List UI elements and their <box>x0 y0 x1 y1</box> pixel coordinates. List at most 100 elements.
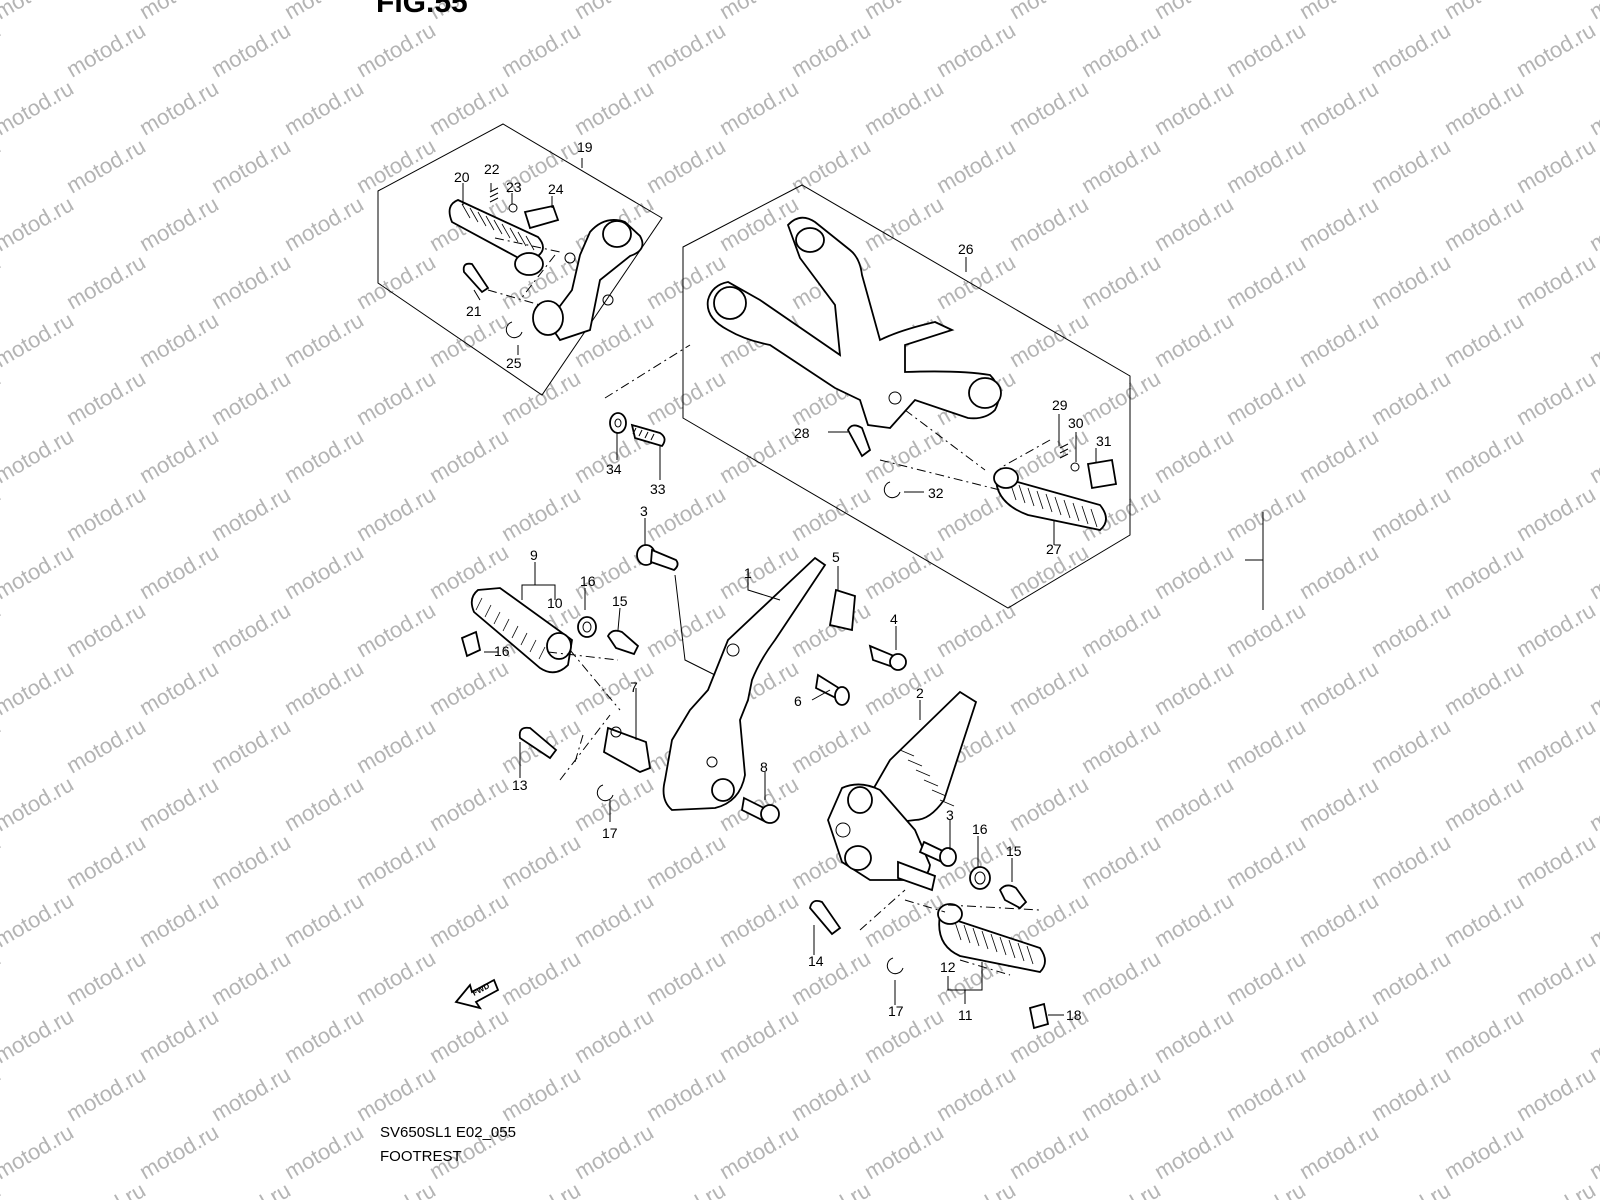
hatch-line <box>954 921 962 941</box>
watermark-text: motod.ru <box>207 17 295 82</box>
watermark-text: motod.ru <box>1585 655 1600 720</box>
hatch-line <box>1045 493 1053 513</box>
watermark-text: motod.ru <box>135 75 223 140</box>
hatch-line <box>517 231 527 247</box>
hatch-line <box>915 769 931 777</box>
watermark-text: motod.ru <box>497 17 585 82</box>
watermark-text: motod.ru <box>352 249 440 314</box>
watermark-text: motod.ru <box>1367 829 1455 894</box>
bolt-4 <box>868 644 907 671</box>
hatch-line <box>520 632 528 646</box>
callout-1: 1 <box>744 565 752 581</box>
circlip-25 <box>505 321 523 339</box>
figure-code: SV650SL1 E02_055 <box>380 1124 516 1141</box>
watermark-text: motod.ru <box>62 133 150 198</box>
watermark-text: motod.ru <box>135 655 223 720</box>
callout-15-top: 15 <box>612 593 628 609</box>
callout-12: 12 <box>940 959 956 975</box>
hatch-line <box>493 219 503 235</box>
callout-5: 5 <box>832 549 840 565</box>
watermark-text: motod.ru <box>62 481 150 546</box>
watermark-text: motod.ru <box>0 249 5 314</box>
watermark-text: motod.ru <box>280 771 368 836</box>
watermark-text: motod.ru <box>207 133 295 198</box>
watermark-text: motod.ru <box>1585 1003 1600 1068</box>
front-bracket-1 <box>662 556 827 811</box>
watermark-text: motod.ru <box>352 829 440 894</box>
callout-16-left: 16 <box>494 643 510 659</box>
leader-lines <box>462 158 1097 1016</box>
watermark-text: motod.ru <box>1295 655 1383 720</box>
watermark-text: motod.ru <box>497 829 585 894</box>
watermark-text: motod.ru <box>1005 191 1093 256</box>
callout-26: 26 <box>958 241 974 257</box>
watermark-text: motod.ru <box>1222 1177 1310 1200</box>
callout-32: 32 <box>928 485 944 501</box>
watermark-text: motod.ru <box>1367 713 1455 778</box>
watermark-text: motod.ru <box>1150 307 1238 372</box>
pin-21 <box>462 262 490 294</box>
hatch-line <box>475 597 483 611</box>
circlip-32 <box>883 481 901 499</box>
watermark-text: motod.ru <box>1295 191 1383 256</box>
watermark-text: motod.ru <box>62 1177 150 1200</box>
watermark-text: motod.ru <box>1295 307 1383 372</box>
watermark-text: motod.ru <box>280 539 368 604</box>
hatch-line <box>1027 487 1035 507</box>
watermark-text: motod.ru <box>1585 423 1600 488</box>
spring-16-right <box>969 866 991 890</box>
watermark-text: motod.ru <box>642 945 730 1010</box>
watermark-text: motod.ru <box>280 1003 368 1068</box>
watermark-text: motod.ru <box>0 945 5 1010</box>
watermark-text: motod.ru <box>1222 597 1310 662</box>
watermark-text: motod.ru <box>1585 191 1600 256</box>
part-5 <box>828 588 856 632</box>
callout-8: 8 <box>760 759 768 775</box>
callout-29: 29 <box>1052 397 1068 413</box>
watermark-text: motod.ru <box>1512 713 1600 778</box>
figure-name: FOOTREST <box>380 1148 462 1165</box>
bolt-33 <box>630 423 666 448</box>
part-numbers: 19 20 22 23 24 21 25 26 29 30 31 28 32 2… <box>454 139 1112 1023</box>
watermark-text: motod.ru <box>787 481 875 546</box>
watermark-text: motod.ru <box>1585 1119 1600 1184</box>
watermark-text: motod.ru <box>207 945 295 1010</box>
watermark-text: motod.ru <box>0 423 78 488</box>
callout-13: 13 <box>512 777 528 793</box>
watermark-text: motod.ru <box>1077 365 1165 430</box>
watermark-text: motod.ru <box>1150 191 1238 256</box>
watermark-text: motod.ru <box>1005 771 1093 836</box>
hatch-line <box>899 749 915 757</box>
callout-30: 30 <box>1068 415 1084 431</box>
watermark-text: motod.ru <box>1512 597 1600 662</box>
watermark-text: motod.ru <box>570 1003 658 1068</box>
watermark-text: motod.ru <box>280 1119 368 1184</box>
hatch-line <box>999 936 1007 956</box>
watermark-text: motod.ru <box>932 1177 1020 1200</box>
circlip-17-right <box>886 957 904 975</box>
hatch-line <box>907 759 923 767</box>
watermark-text: motod.ru <box>62 829 150 894</box>
watermark-text: motod.ru <box>1077 249 1165 314</box>
callout-16-top: 16 <box>580 573 596 589</box>
watermark-text: motod.ru <box>1440 0 1528 24</box>
watermark-text: motod.ru <box>352 597 440 662</box>
watermark-text: motod.ru <box>860 1119 948 1184</box>
spring-29 <box>1059 443 1069 459</box>
watermark-text: motod.ru <box>352 1177 440 1200</box>
hatch-line <box>469 207 479 223</box>
watermark-text: motod.ru <box>425 771 513 836</box>
watermark-text: motod.ru <box>1150 1003 1238 1068</box>
hatch-line <box>939 799 955 807</box>
watermark-text: motod.ru <box>1005 0 1093 24</box>
hatch-line <box>1063 499 1071 519</box>
callout-3-right: 3 <box>946 807 954 823</box>
watermark-text: motod.ru <box>860 191 948 256</box>
watermark-text: motod.ru <box>1512 17 1600 82</box>
pin-28 <box>846 424 872 458</box>
hatch-line <box>1054 496 1062 516</box>
watermark-text: motod.ru <box>1222 945 1310 1010</box>
watermark-text: motod.ru <box>0 655 78 720</box>
watermark-text: motod.ru <box>497 945 585 1010</box>
watermark-text: motod.ru <box>352 481 440 546</box>
